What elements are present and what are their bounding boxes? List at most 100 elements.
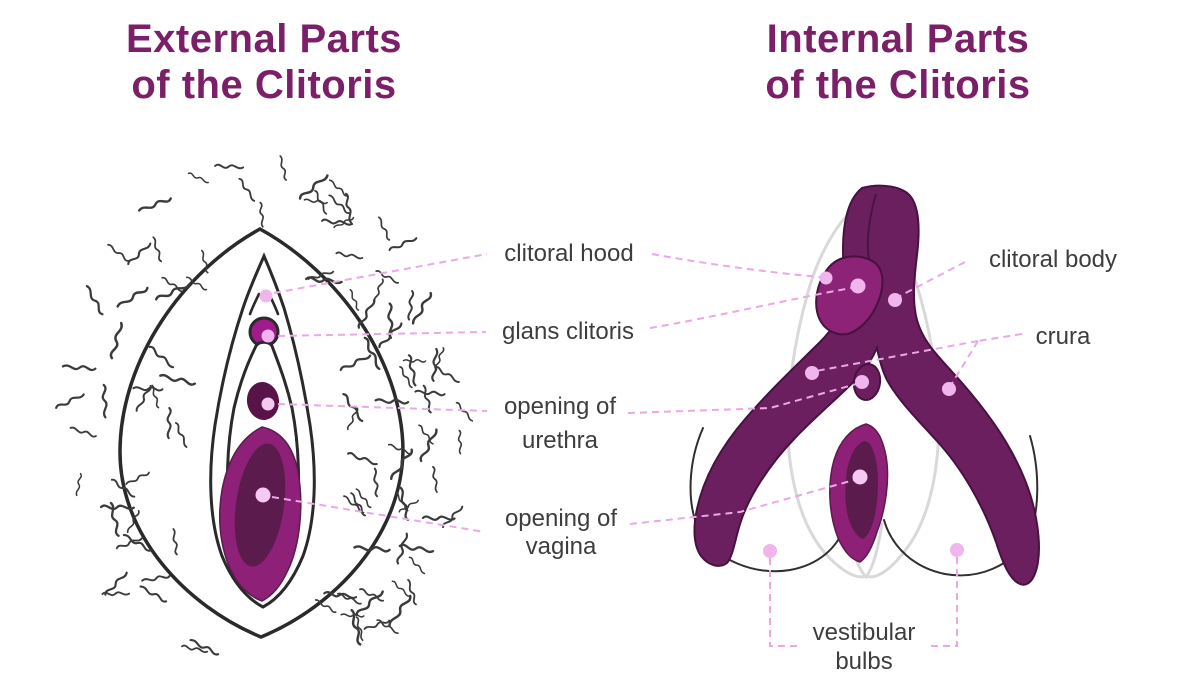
hair-squiggle <box>187 172 209 184</box>
hair-squiggle <box>363 619 391 630</box>
hair-squiggle <box>411 291 433 325</box>
hair-squiggle <box>132 386 164 392</box>
dot-crus-left <box>805 366 819 380</box>
hair-squiggle <box>107 243 130 262</box>
hair-squiggle <box>421 515 456 521</box>
hair-squiggle <box>137 197 172 212</box>
hair-squiggle <box>314 599 337 613</box>
label-glans-clitoris: glans clitoris <box>502 318 634 345</box>
hair-squiggle <box>395 491 409 512</box>
hair-squiggle <box>141 574 171 582</box>
hair-squiggle <box>402 359 427 363</box>
dot-vagina-external <box>255 487 271 503</box>
hair-squiggle <box>115 537 144 550</box>
hair-squiggle <box>152 236 163 263</box>
hair-squiggle <box>328 179 349 197</box>
label-vestibular-line2: bulbs <box>835 648 892 675</box>
hair-squiggle <box>375 270 400 284</box>
leader-bulb-left <box>769 558 800 647</box>
hair-squiggle <box>377 216 391 241</box>
label-crura: crura <box>1036 323 1091 350</box>
hair-squiggle <box>378 322 403 349</box>
hair-squiggle <box>414 389 446 397</box>
hair-squiggle <box>359 588 385 602</box>
leader-lines <box>271 253 1023 647</box>
hair-squiggle <box>61 364 97 372</box>
hair-squiggle <box>104 571 128 596</box>
hair-squiggle <box>127 242 152 266</box>
hair-squiggle <box>110 478 136 498</box>
hair-squiggle <box>457 429 463 455</box>
hair-squiggle <box>238 177 256 202</box>
leader-glans-right <box>649 287 852 329</box>
title-internal-line2: of the Clitoris <box>765 63 1031 107</box>
hair-squiggle <box>101 383 108 419</box>
hair-squiggle <box>214 163 245 170</box>
hair-squiggle <box>99 504 135 511</box>
leader-crura-left <box>815 340 979 372</box>
dot-bulb-right <box>950 543 964 557</box>
dot-bulb-left <box>763 544 777 558</box>
hair-squiggle <box>407 290 415 321</box>
hair-squiggle <box>350 492 367 517</box>
hair-squiggle <box>355 616 364 642</box>
marker-dots <box>255 271 964 558</box>
clitoral-body-fold-line <box>866 193 877 261</box>
hair-squiggle <box>116 286 149 308</box>
hood-neck-left <box>248 292 261 316</box>
hair-squiggle <box>353 545 391 553</box>
hair-squiggle <box>431 347 439 382</box>
hair-squiggle <box>434 366 460 383</box>
leader-crura-stem <box>977 333 1023 342</box>
hair-squiggle <box>419 428 438 463</box>
label-opening-vagina-line2: vagina <box>526 533 597 560</box>
hair-squiggle <box>407 354 417 387</box>
hair-squiggle <box>388 594 412 627</box>
title-internal-line1: Internal Parts <box>766 17 1030 61</box>
title-external: External Parts of the Clitoris <box>54 16 474 108</box>
hair-squiggle <box>69 426 97 438</box>
hair-squiggle <box>321 218 354 226</box>
hair-squiggle <box>166 406 172 440</box>
hair-squiggle <box>432 465 438 493</box>
label-vestibular-line1: vestibular <box>813 619 916 646</box>
hair-squiggle <box>347 452 378 466</box>
hair-squiggle <box>172 528 178 556</box>
label-clitoral-hood: clitoral hood <box>504 240 633 267</box>
hair-squiggle <box>374 398 410 405</box>
hair-squiggle <box>126 509 140 534</box>
hair-squiggle <box>85 284 104 316</box>
leader-crura-right <box>950 340 979 386</box>
hair-squiggle <box>455 401 474 422</box>
hair-squiggle <box>75 472 83 497</box>
hair-squiggle <box>355 488 372 509</box>
leader-clitoral-hood-right <box>651 253 821 278</box>
hair-squiggle <box>350 608 362 646</box>
hair-squiggle <box>357 298 376 329</box>
hair-squiggle <box>161 276 184 293</box>
vaginal-opening-inner <box>234 443 286 567</box>
hair-squiggle <box>355 590 384 617</box>
hair-squiggle <box>135 384 152 412</box>
hair-squiggle <box>125 471 150 485</box>
labels: clitoral hood glans clitoris opening of … <box>502 240 1117 675</box>
dot-vagina-internal <box>852 469 868 485</box>
hair-squiggle <box>418 424 434 445</box>
leader-glans-left <box>277 331 487 337</box>
leader-vagina-right <box>629 479 855 525</box>
hair-squiggle <box>55 393 85 409</box>
hair-squiggle <box>340 613 365 618</box>
dot-clitoral-body <box>888 293 902 307</box>
hair-squiggle <box>344 192 353 224</box>
dot-crus-right <box>942 382 956 396</box>
label-opening-vagina-line1: opening of <box>505 505 617 532</box>
hair-squiggle <box>399 366 413 389</box>
hair-squiggle <box>373 467 379 498</box>
hair-squiggle <box>339 354 372 372</box>
dot-hood-external <box>259 289 273 303</box>
vestibular-bulb-right <box>883 435 1039 577</box>
hair-squiggle <box>303 198 328 205</box>
dot-glans-external <box>261 329 275 343</box>
